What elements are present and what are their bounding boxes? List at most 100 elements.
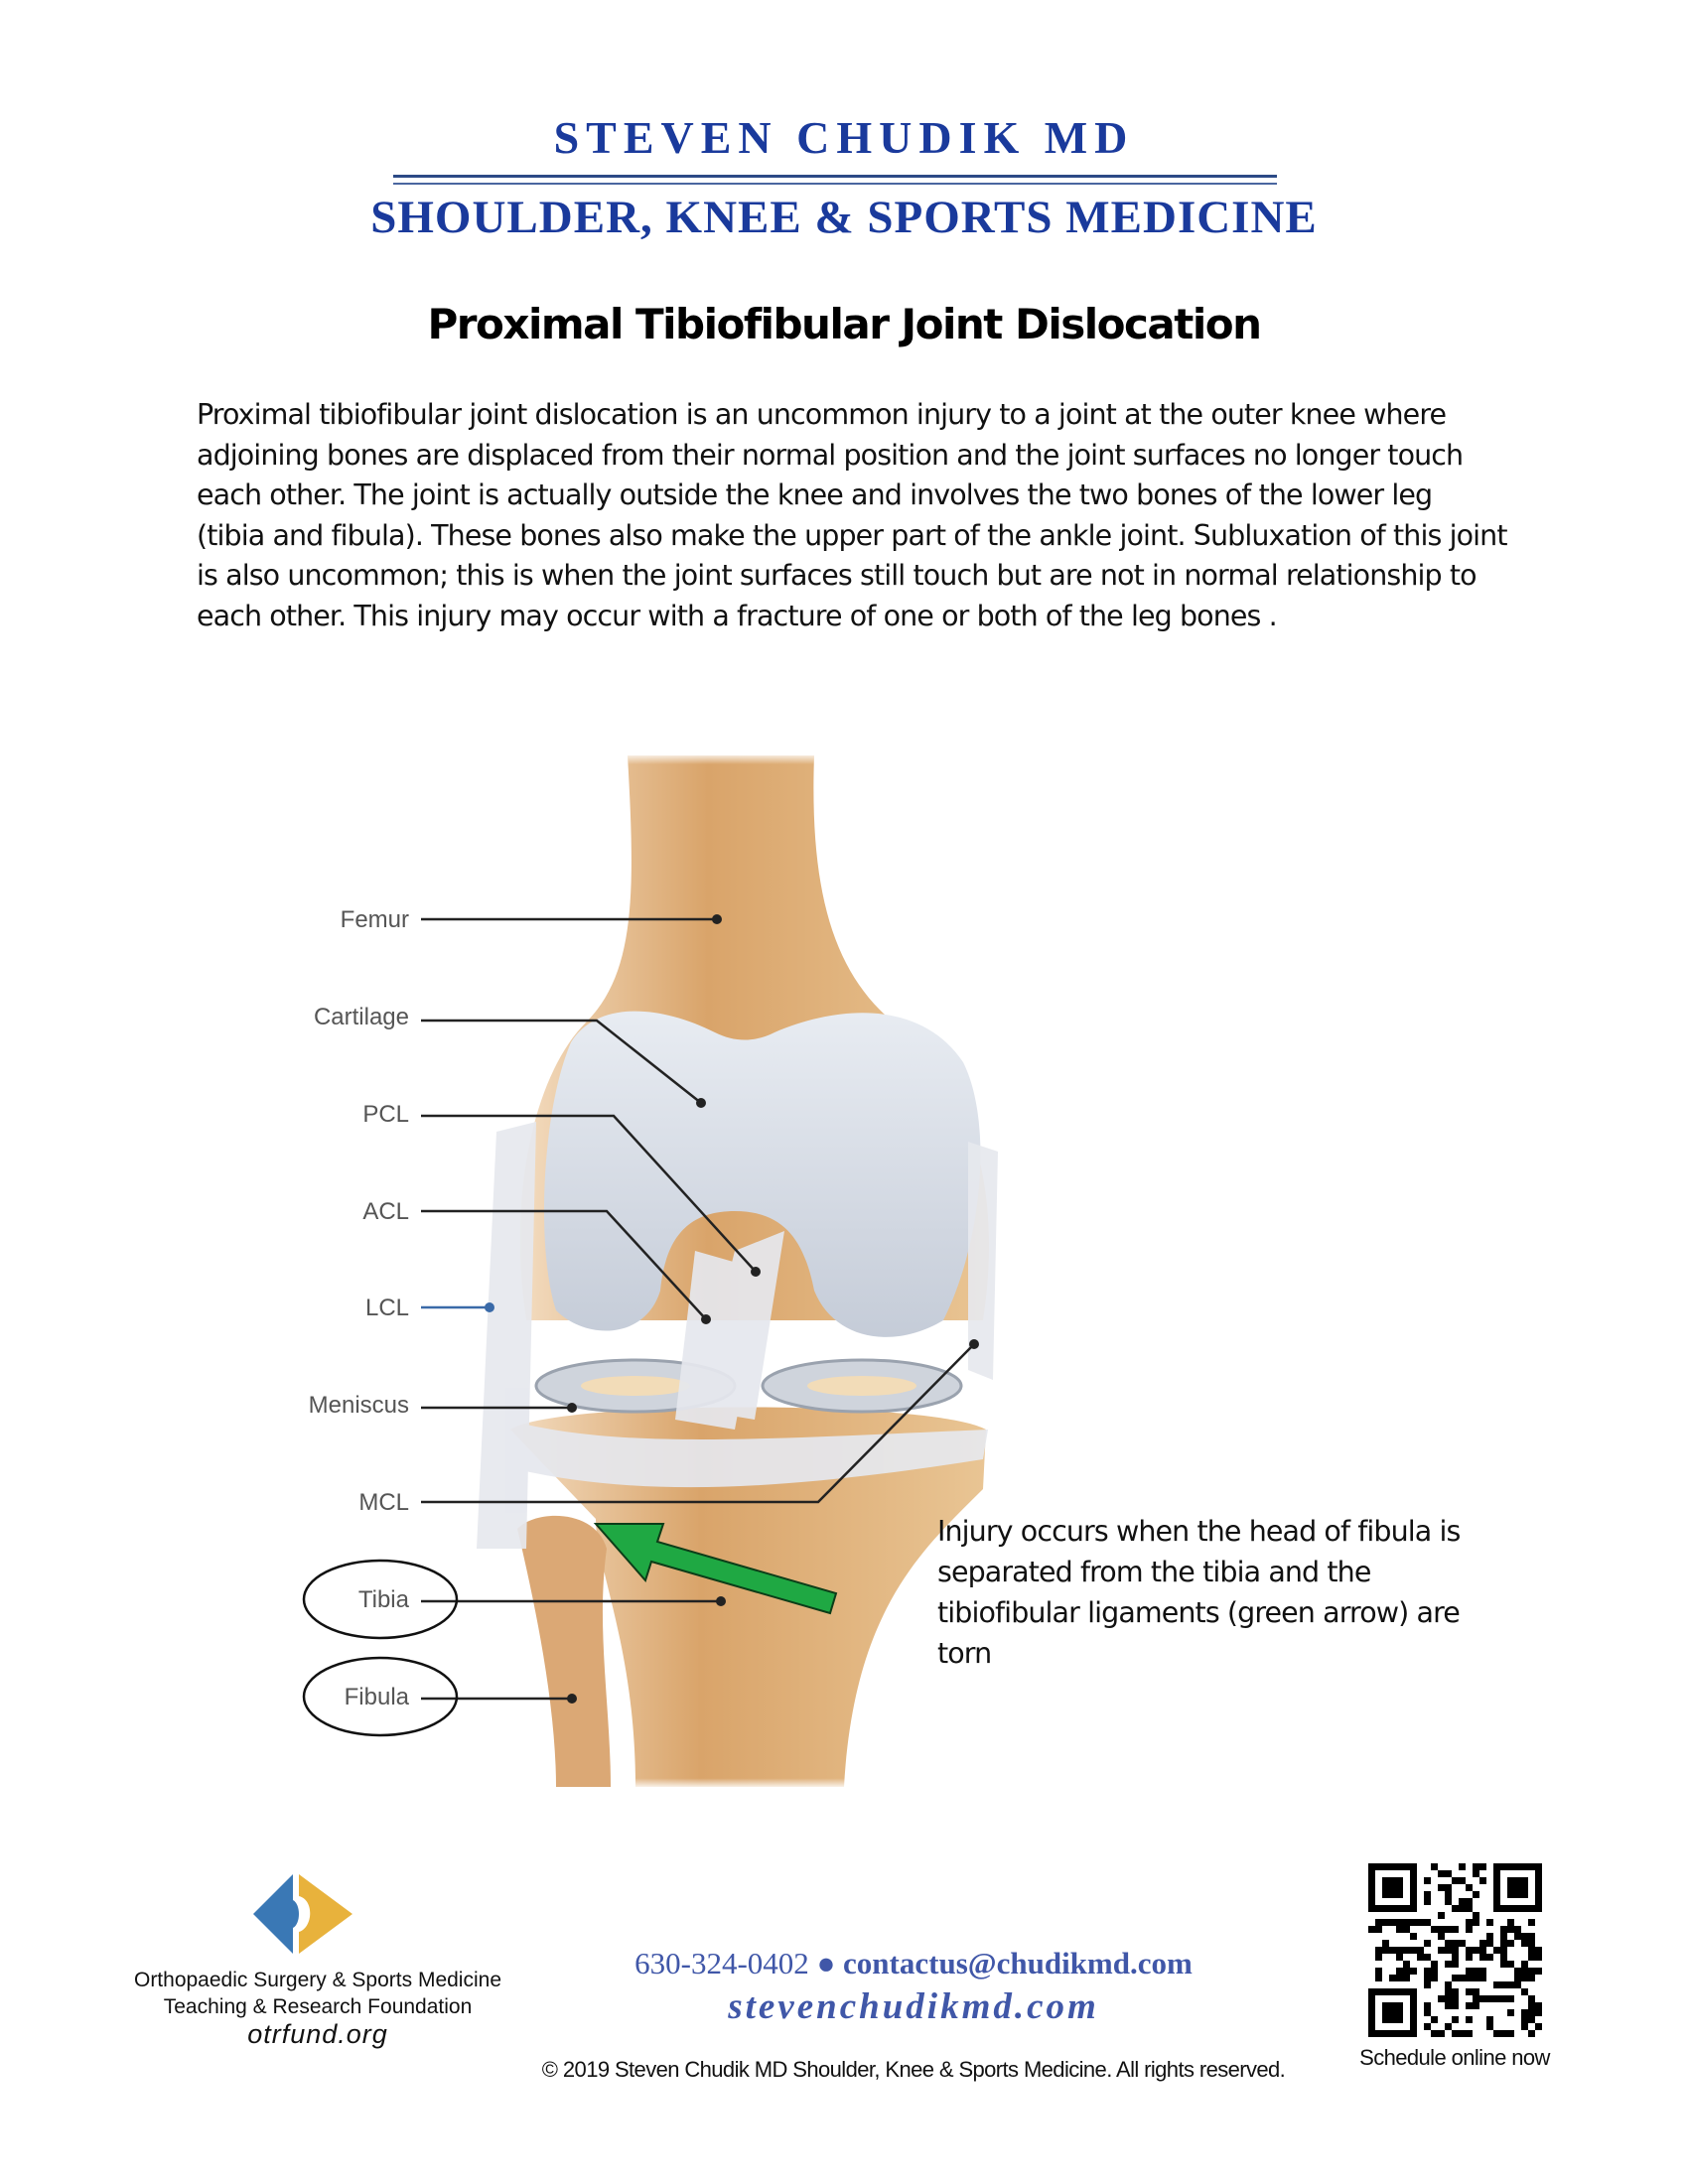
qr-module [1473, 1919, 1479, 1926]
qr-module [1424, 1919, 1431, 1926]
label-pcl: PCL [362, 1101, 409, 1128]
qr-module [1396, 1919, 1403, 1926]
qr-module [1514, 1975, 1521, 1981]
qr-module [1521, 2023, 1528, 2030]
qr-module [1493, 1947, 1500, 1954]
qr-module [1438, 1926, 1445, 1933]
leader-dot [751, 1267, 761, 1277]
qr-module [1431, 1968, 1438, 1975]
qr-module [1500, 1981, 1507, 1988]
qr-module [1466, 2002, 1473, 2009]
qr-module [1445, 1891, 1452, 1898]
qr-module [1500, 1954, 1507, 1961]
qr-module [1466, 1884, 1473, 1891]
leader-line-acl [421, 1209, 707, 1320]
intro-paragraph: Proximal tibiofibular joint dislocation … [197, 398, 1508, 632]
qr-module [1528, 1968, 1535, 1975]
qr-module [1403, 1926, 1410, 1933]
qr-module [1521, 2016, 1528, 2023]
qr-module [1479, 1968, 1486, 1975]
qr-module [1528, 2016, 1535, 2023]
qr-finder [1507, 1877, 1528, 1898]
email-link[interactable]: contactus@chudikmd.com [843, 1946, 1193, 1980]
label-meniscus: Meniscus [309, 1392, 409, 1419]
qr-module [1535, 2023, 1542, 2030]
qr-module [1445, 1961, 1452, 1968]
qr-module [1528, 1995, 1535, 2002]
qr-module [1403, 1961, 1410, 1968]
otrf-logo [253, 1874, 352, 1954]
qr-module [1466, 1898, 1473, 1905]
qr-module [1410, 1968, 1417, 1975]
qr-module [1445, 1870, 1452, 1877]
qr-module [1375, 1975, 1382, 1981]
qr-module [1459, 1975, 1466, 1981]
qr-module [1452, 1947, 1459, 1954]
qr-module [1493, 2030, 1500, 2037]
qr-module [1479, 1863, 1486, 1870]
qr-module [1389, 1919, 1396, 1926]
qr-module [1375, 1947, 1382, 1954]
qr-module [1473, 1912, 1479, 1919]
leader-dot [716, 1596, 726, 1606]
qr-module [1479, 1954, 1486, 1961]
qr-module [1479, 1940, 1486, 1947]
label-femur: Femur [341, 906, 409, 933]
qr-module [1535, 1954, 1542, 1961]
label-fibula: Fibula [345, 1684, 410, 1710]
qr-module [1375, 1926, 1382, 1933]
qr-module [1424, 1981, 1431, 1988]
qr-module [1473, 1947, 1479, 1954]
qr-module [1452, 1940, 1459, 1947]
qr-module [1445, 1988, 1452, 1995]
qr-module [1521, 1961, 1528, 1968]
qr-module [1438, 1870, 1445, 1877]
label-lcl: LCL [365, 1295, 409, 1321]
qr-module [1410, 1947, 1417, 1954]
qr-module [1438, 2030, 1445, 2037]
qr-module [1396, 1947, 1403, 1954]
leader-dot [567, 1694, 577, 1704]
qr-module [1445, 1884, 1452, 1891]
qr-module [1528, 2002, 1535, 2009]
qr-module [1424, 1891, 1431, 1898]
qr-module [1521, 1933, 1528, 1940]
qr-module [1410, 1933, 1417, 1940]
phone-number[interactable]: 630-324-0402 [634, 1946, 809, 1980]
qr-module [1424, 2023, 1431, 2030]
qr-module [1431, 2030, 1438, 2037]
copyright: © 2019 Steven Chudik MD Shoulder, Knee &… [541, 2057, 1286, 2082]
bullet-separator: ● [816, 1946, 836, 1980]
qr-module [1479, 1975, 1486, 1981]
qr-module [1431, 1961, 1438, 1968]
fibula-bone [517, 1515, 611, 1787]
qr-module [1514, 1933, 1521, 1940]
qr-module [1424, 1898, 1431, 1905]
qr-module [1403, 1968, 1410, 1975]
foundation-name-line1: Orthopaedic Surgery & Sports Medicine [133, 1969, 501, 1991]
qr-module [1445, 2002, 1452, 2009]
qr-module [1466, 1988, 1473, 1995]
qr-module [1403, 1919, 1410, 1926]
qr-module [1507, 1940, 1514, 1947]
qr-module [1459, 1940, 1466, 1947]
label-mcl: MCL [358, 1489, 409, 1516]
knee-illustration: FemurCartilagePCLACLLCLMeniscusMCLTibiaF… [302, 752, 998, 1789]
qr-module [1473, 1870, 1479, 1877]
qr-module [1452, 1995, 1459, 2002]
qr-code[interactable] [1368, 1863, 1542, 2037]
qr-module [1445, 1926, 1452, 1933]
qr-module [1382, 1947, 1389, 1954]
qr-module [1424, 2009, 1431, 2016]
qr-module [1507, 1961, 1514, 1968]
qr-module [1452, 1877, 1459, 1884]
foundation-url[interactable]: otrfund.org [247, 2019, 388, 2049]
qr-module [1438, 1884, 1445, 1891]
qr-module [1528, 1940, 1535, 1947]
qr-module [1466, 1905, 1473, 1912]
qr-module [1528, 1975, 1535, 1981]
website-link[interactable]: stevenchudikmd.com [728, 1986, 1099, 2027]
qr-module [1396, 1975, 1403, 1981]
qr-module [1521, 1975, 1528, 1981]
label-tibia: Tibia [358, 1586, 410, 1613]
